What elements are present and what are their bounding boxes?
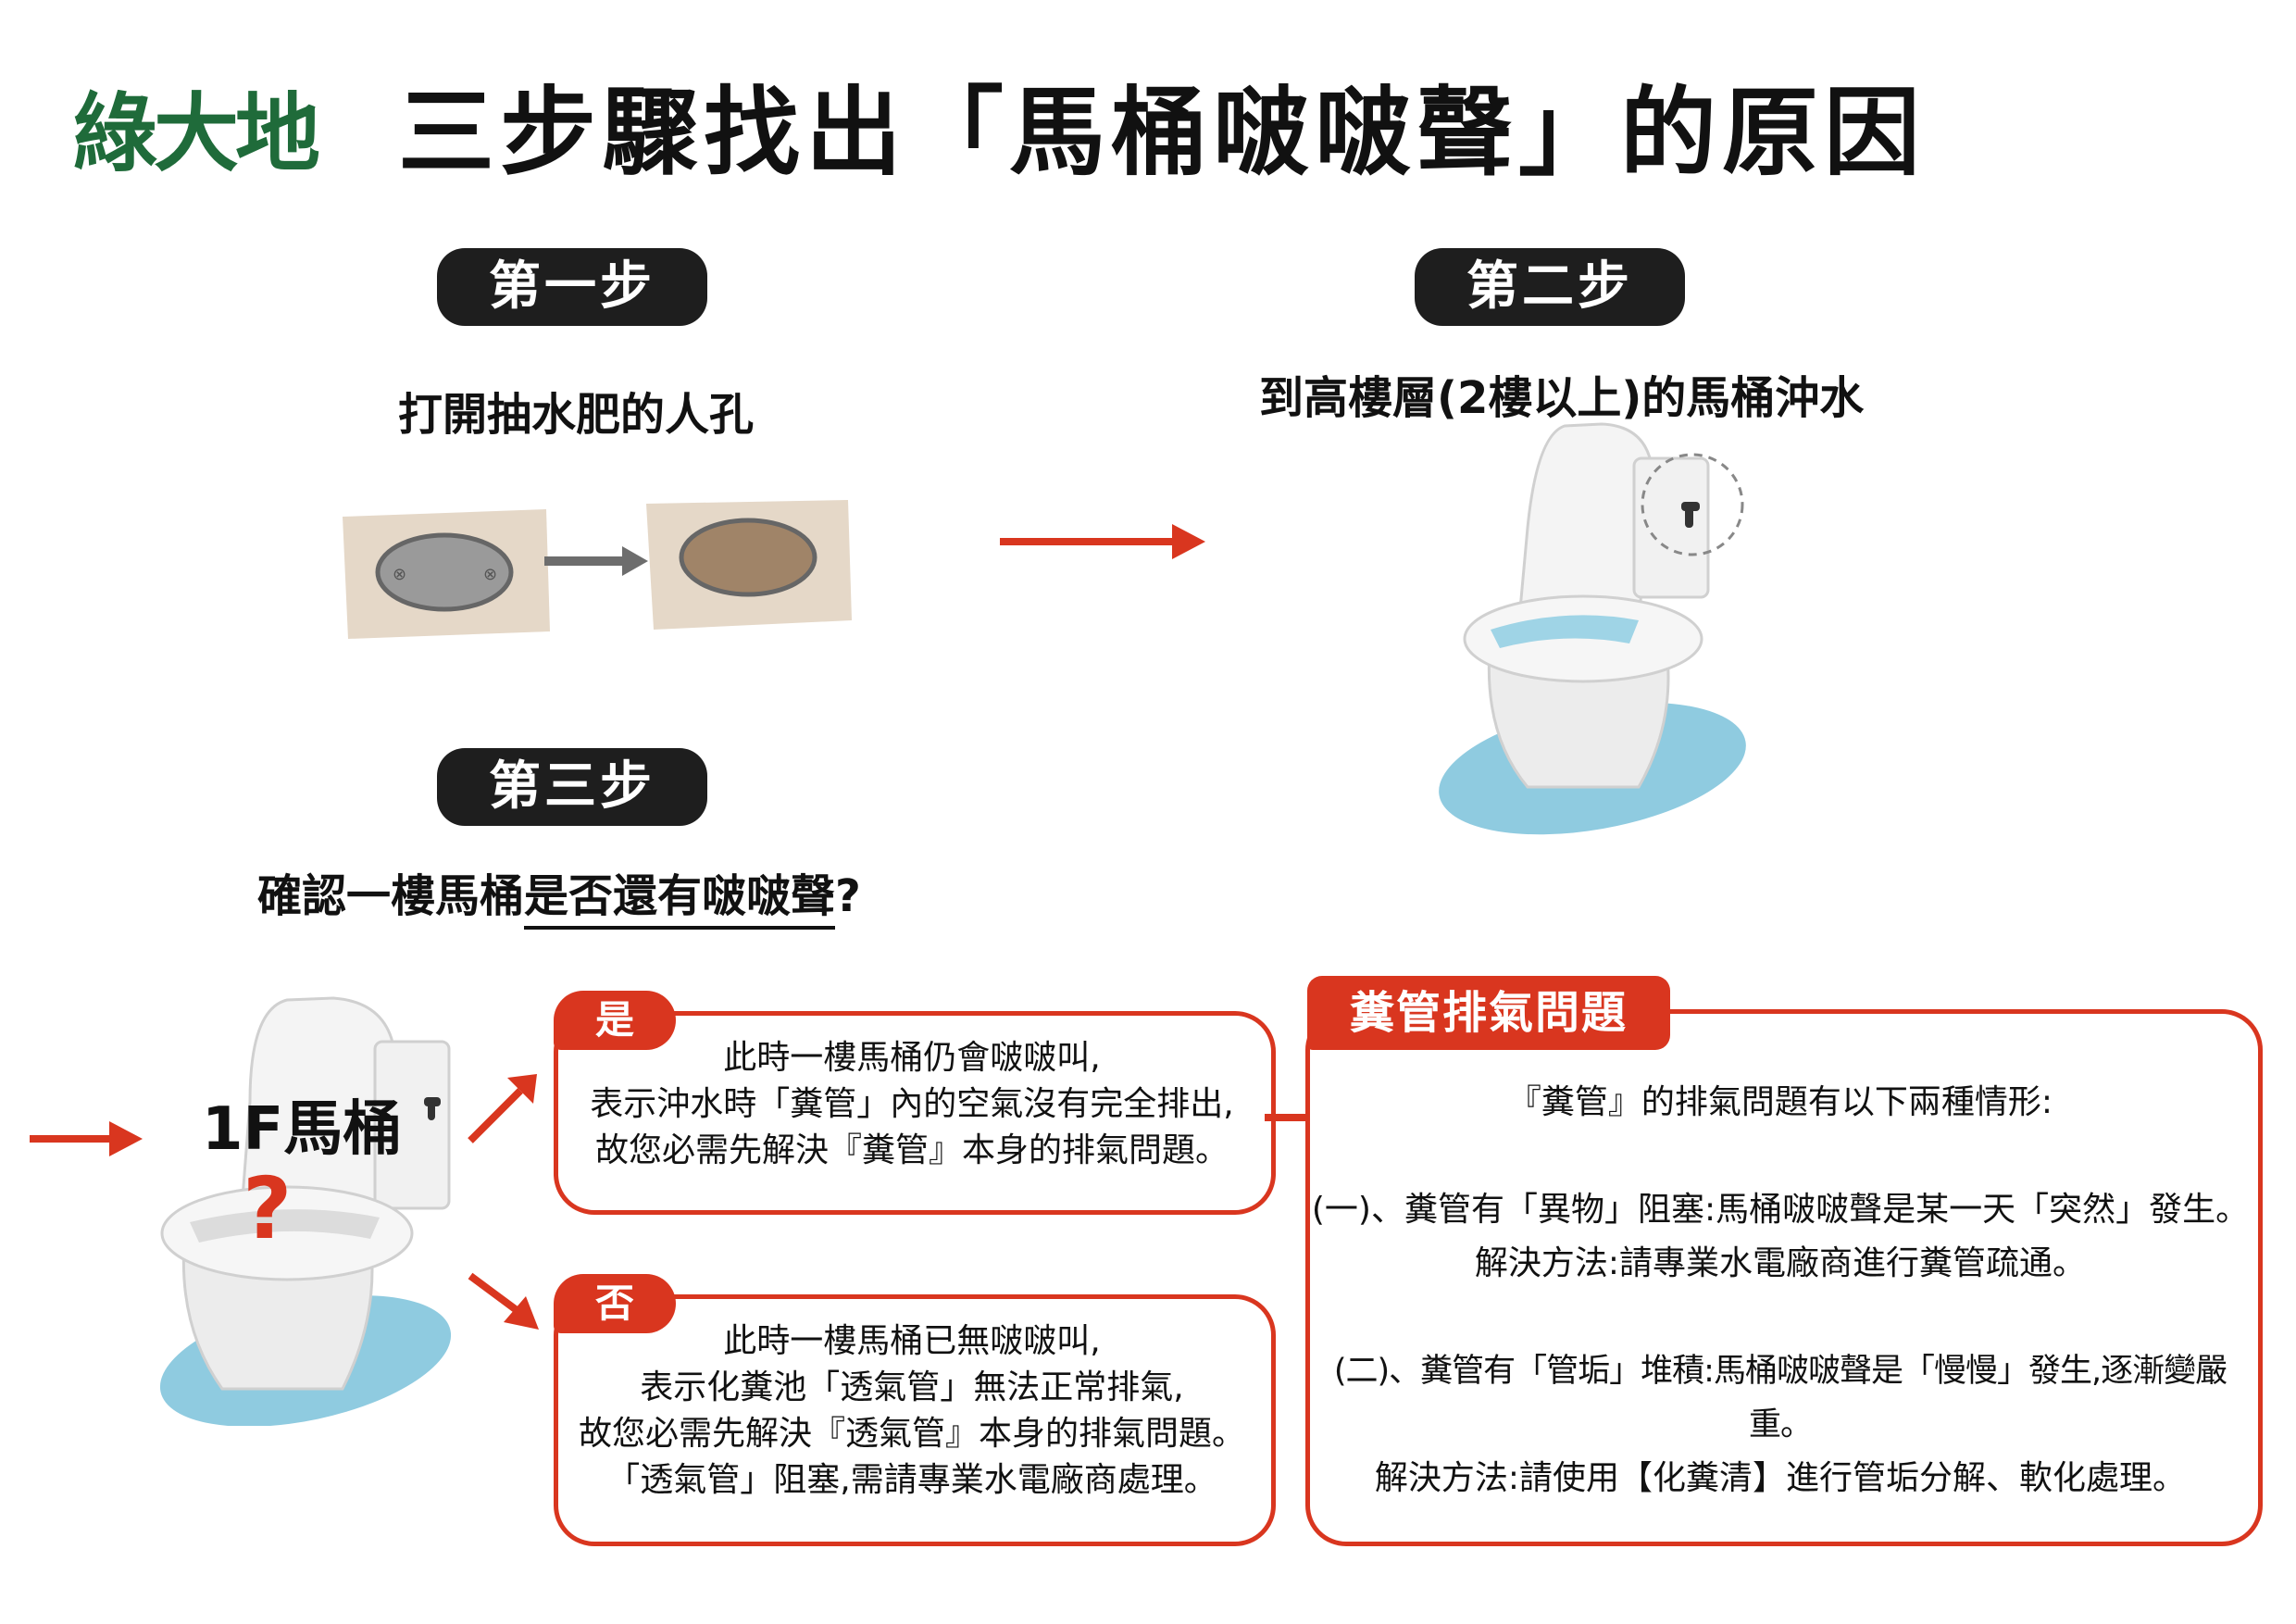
no-line: 「透氣管」阻塞,需請專業水電廠商處理。 xyxy=(606,1461,1217,1499)
page-title: 三步驟找出「馬桶啵啵聲」的原因 xyxy=(398,76,1927,189)
exhaust-case1: (一)、糞管有「異物」阻塞:馬桶啵啵聲是某一天「突然」發生。 xyxy=(1311,1191,2250,1229)
exhaust-case2-fix: 解決方法:請使用【化糞清】進行管垢分解、軟化處理。 xyxy=(1374,1459,2187,1497)
arrow-to-step2-icon xyxy=(1000,524,1205,559)
manhole-cover-icon xyxy=(375,532,514,612)
arrow-to-1f-icon xyxy=(30,1121,143,1156)
exhaust-case1-fix: 解決方法:請專業水電廠商進行糞管疏通。 xyxy=(1474,1244,2087,1282)
exhaust-problem-text: 『糞管』的排氣問題有以下兩種情形: (一)、糞管有「異物」阻塞:馬桶啵啵聲是某一… xyxy=(1309,1076,2252,1505)
step3-text-plain: 確認一樓馬桶 xyxy=(257,870,525,922)
yes-line: 表示沖水時「糞管」內的空氣沒有完全排出, xyxy=(590,1085,1234,1123)
exhaust-intro: 『糞管』的排氣問題有以下兩種情形: xyxy=(1507,1083,2053,1121)
no-tag: 否 xyxy=(554,1274,676,1333)
step3-badge: 第三步 xyxy=(437,748,707,826)
manhole-illustration: ⊗ ⊗ xyxy=(343,500,852,639)
toilet-1f-icon xyxy=(159,996,452,1426)
step3-text-end: ? xyxy=(835,870,861,922)
arrow-to-yes-icon xyxy=(468,1074,537,1143)
exhaust-case2: (二)、糞管有「管垢」堆積:馬桶啵啵聲是「慢慢」發生,逐漸變嚴重。 xyxy=(1333,1353,2227,1443)
svg-text:⊗: ⊗ xyxy=(393,565,406,584)
brand-logo: 綠大地 xyxy=(72,83,320,183)
no-box xyxy=(554,1294,1276,1546)
step2-text: 到高樓層(2樓以上)的馬桶沖水 xyxy=(1259,372,1865,424)
yes-tag: 是 xyxy=(554,991,676,1050)
no-line: 表示化糞池「透氣管」無法正常排氣, xyxy=(640,1368,1184,1406)
exhaust-problem-tag: 糞管排氣問題 xyxy=(1307,976,1670,1050)
no-line: 故您必需先解決『透氣管』本身的排氣問題。 xyxy=(578,1415,1245,1453)
step3-text: 確認一樓馬桶是否還有啵啵聲? xyxy=(257,859,861,930)
yes-box xyxy=(554,1011,1276,1215)
yes-line: 故您必需先解決『糞管』本身的排氣問題。 xyxy=(594,1131,1229,1169)
step1-text: 打開抽水肥的人孔 xyxy=(398,389,755,441)
exhaust-problem-box xyxy=(1305,1009,2263,1546)
no-line: 此時一樓馬桶已無啵啵叫, xyxy=(723,1322,1101,1360)
yes-box-text: 此時一樓馬桶仍會啵啵叫, 表示沖水時「糞管」內的空氣沒有完全排出, 故您必需先解… xyxy=(565,1035,1259,1174)
svg-text:⊗: ⊗ xyxy=(483,565,497,584)
step3-text-underlined: 是否還有啵啵聲 xyxy=(524,870,836,930)
yes-line: 此時一樓馬桶仍會啵啵叫, xyxy=(723,1039,1101,1077)
toilet-1f-label: 1F馬桶 xyxy=(202,1095,403,1164)
step2-badge: 第二步 xyxy=(1415,248,1685,326)
question-mark-icon: ? xyxy=(243,1159,293,1258)
arrow-to-no-icon xyxy=(468,1272,539,1330)
manhole-open-icon xyxy=(679,518,817,597)
toilet-upper-floor-icon xyxy=(1439,422,1746,835)
no-box-text: 此時一樓馬桶已無啵啵叫, 表示化糞池「透氣管」無法正常排氣, 故您必需先解決『透… xyxy=(565,1318,1259,1504)
step1-badge: 第一步 xyxy=(437,248,707,326)
